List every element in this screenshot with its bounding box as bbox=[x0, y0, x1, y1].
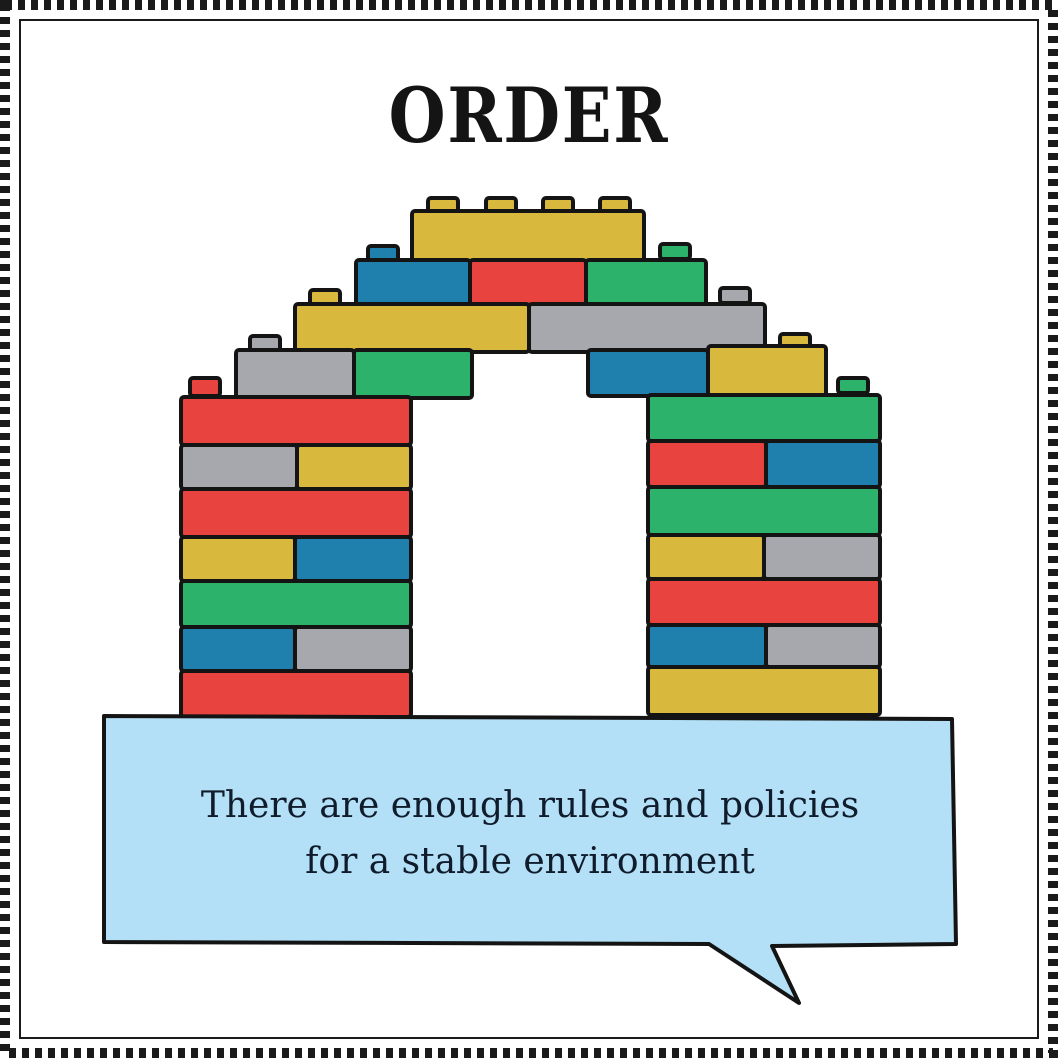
card-title: ORDER bbox=[388, 71, 670, 160]
right-pillar-brick bbox=[646, 665, 882, 717]
arch-brick bbox=[352, 348, 474, 400]
speech-bubble-text: There are enough rules and policies for … bbox=[110, 778, 950, 890]
caption-line-1: There are enough rules and policies bbox=[200, 785, 860, 826]
caption-line-2: for a stable environment bbox=[305, 841, 755, 882]
